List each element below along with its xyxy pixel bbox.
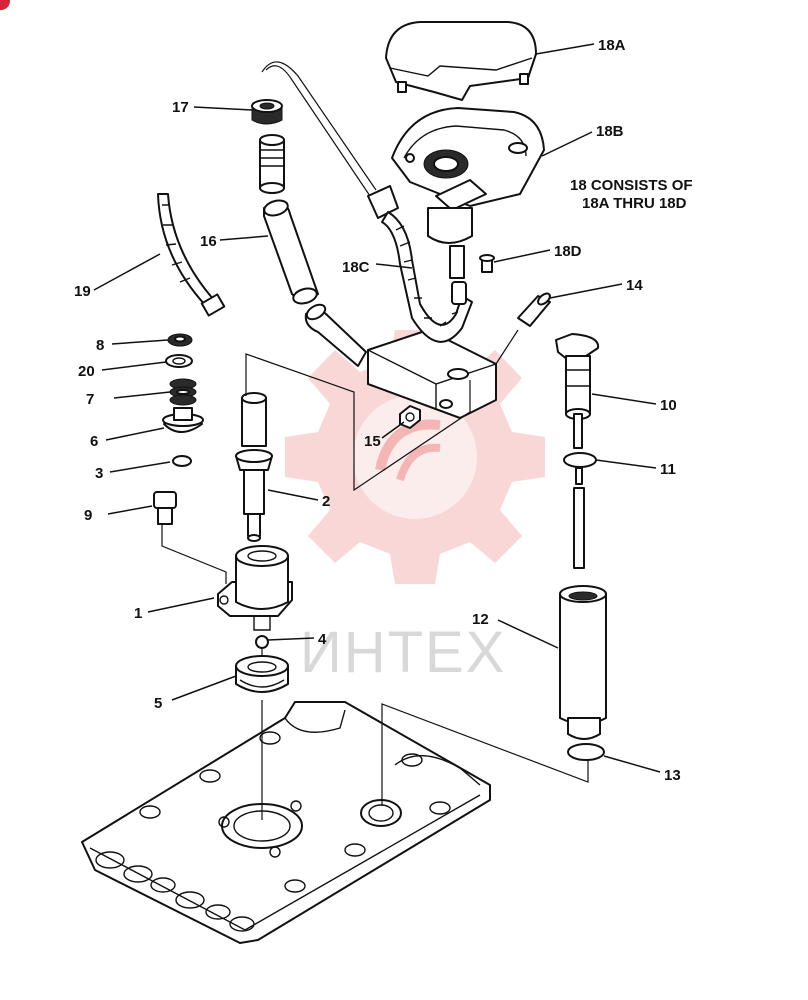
part-7-spring	[169, 378, 197, 406]
callout-14: 14	[626, 277, 643, 294]
callout-4: 4	[318, 631, 327, 648]
assembly-lines	[161, 329, 589, 820]
callout-16: 16	[200, 233, 217, 250]
part-19-cable-tie	[157, 193, 226, 317]
callout-labels: 1 2 3 4 5 6 7 8 9 10 11 12 13 14 15 16 1…	[74, 37, 681, 784]
note-line-1: 18 CONSISTS OF	[570, 177, 693, 194]
part-18b-head	[391, 107, 545, 279]
callout-6: 6	[90, 433, 98, 450]
corner-badge	[0, 0, 10, 10]
part-10-plug	[555, 333, 600, 449]
callout-18a: 18A	[598, 37, 626, 54]
part-8-nut	[167, 333, 193, 347]
part-18d-screw	[479, 254, 495, 273]
callout-19: 19	[74, 283, 91, 300]
callout-18b: 18B	[596, 123, 624, 140]
callout-2: 2	[322, 493, 330, 510]
base-plate	[81, 701, 491, 944]
leader-lines	[93, 43, 661, 773]
watermark-text: ИНТЕХ	[300, 620, 506, 685]
part-16-hose	[263, 199, 319, 305]
rod	[573, 467, 585, 569]
part-20-washer	[165, 354, 193, 368]
callout-18d: 18D	[554, 243, 582, 260]
part-13-o-ring	[567, 743, 605, 761]
callout-20: 20	[78, 363, 95, 380]
part-6-cap	[162, 407, 204, 433]
callout-13: 13	[664, 767, 681, 784]
fitting	[259, 134, 285, 194]
tube	[304, 303, 367, 367]
callout-8: 8	[96, 337, 104, 354]
part-14-connector	[517, 292, 551, 327]
part-18a-cover	[385, 21, 537, 101]
part-3-o-ring	[172, 455, 192, 467]
callout-18c: 18C	[342, 259, 370, 276]
callout-7: 7	[86, 391, 94, 408]
callout-1: 1	[134, 605, 142, 622]
callout-5: 5	[154, 695, 162, 712]
callout-9: 9	[84, 507, 92, 524]
part-9-bolt	[153, 491, 177, 525]
part-2-shaft	[235, 392, 273, 542]
callout-17: 17	[172, 99, 189, 116]
callout-3: 3	[95, 465, 103, 482]
part-4-ball	[255, 635, 269, 656]
callout-12: 12	[472, 611, 489, 628]
part-18c-cable	[261, 61, 473, 343]
callout-10: 10	[660, 397, 677, 414]
callout-11: 11	[660, 461, 676, 478]
note-line-2: 18A THRU 18D	[582, 195, 687, 212]
part-5-seat	[235, 655, 289, 693]
callout-15: 15	[364, 433, 381, 450]
part-1-housing	[217, 545, 293, 631]
part-17-knurled-nut	[251, 99, 283, 125]
part-12-cylinder	[559, 585, 607, 740]
part-11-o-ring	[563, 452, 597, 468]
